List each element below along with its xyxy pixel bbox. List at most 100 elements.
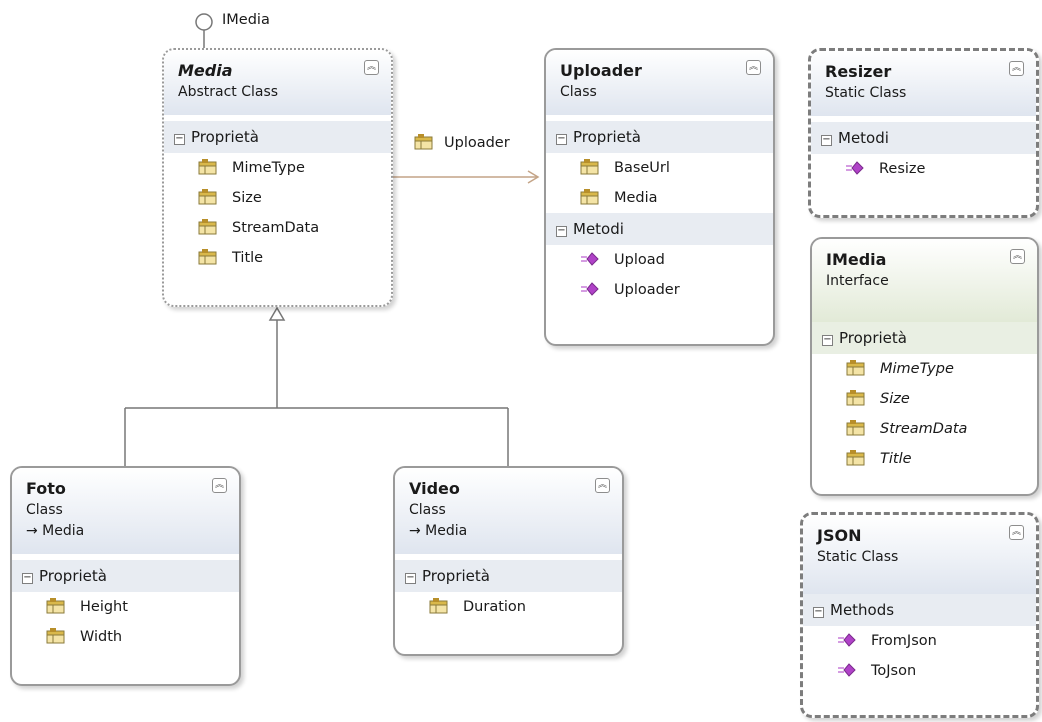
method-name: ToJson bbox=[871, 663, 917, 679]
property-name: Size bbox=[880, 391, 910, 407]
property-icon bbox=[580, 188, 600, 205]
property-icon bbox=[846, 449, 866, 466]
method-name: Resize bbox=[879, 161, 926, 177]
property-member[interactable]: Height bbox=[12, 592, 239, 622]
property-member[interactable]: BaseUrl bbox=[546, 153, 773, 183]
class-kind: Class bbox=[560, 84, 597, 100]
base-class-label: → Media bbox=[409, 523, 468, 539]
property-member[interactable]: Width bbox=[12, 622, 239, 652]
methods-header[interactable]: −Methods bbox=[803, 594, 1036, 626]
property-name: MimeType bbox=[232, 160, 305, 176]
property-member[interactable]: StreamData bbox=[164, 213, 391, 243]
methods-header[interactable]: −Metodi bbox=[546, 213, 773, 245]
imedia-header: IMedia Interface ︽ bbox=[812, 239, 1037, 322]
method-member[interactable]: ToJson bbox=[803, 656, 1036, 686]
video-class-box[interactable]: Video Class → Media ︽ −Proprietà Duratio… bbox=[393, 466, 624, 656]
method-icon bbox=[837, 631, 857, 647]
property-member[interactable]: Title bbox=[164, 243, 391, 273]
double-chevron-up-icon[interactable]: ︽ bbox=[746, 60, 761, 75]
class-name: Video bbox=[409, 479, 460, 498]
video-header: Video Class → Media ︽ bbox=[395, 468, 622, 554]
method-icon bbox=[837, 661, 857, 677]
class-kind: Class bbox=[26, 502, 63, 518]
property-icon bbox=[198, 188, 218, 205]
property-icon bbox=[846, 359, 866, 376]
method-member[interactable]: Resize bbox=[811, 154, 1036, 184]
class-name: Uploader bbox=[560, 61, 642, 80]
class-name: Foto bbox=[26, 479, 66, 498]
method-member[interactable]: Upload bbox=[546, 245, 773, 275]
method-name: Uploader bbox=[614, 282, 680, 298]
property-name: Duration bbox=[463, 599, 526, 615]
class-name: Media bbox=[178, 61, 233, 80]
property-icon bbox=[46, 627, 66, 644]
class-name: JSON bbox=[817, 526, 862, 545]
media-class-box[interactable]: Media Abstract Class ︽ −Proprietà MimeTy… bbox=[162, 48, 393, 307]
property-name: Title bbox=[232, 250, 264, 266]
property-member[interactable]: Duration bbox=[395, 592, 622, 622]
class-kind: Interface bbox=[826, 273, 889, 289]
double-chevron-up-icon[interactable]: ︽ bbox=[212, 478, 227, 493]
collapse-section-icon[interactable]: − bbox=[556, 133, 567, 145]
collapse-section-icon[interactable]: − bbox=[556, 225, 567, 237]
property-name: Width bbox=[80, 629, 123, 645]
uploader-header: Uploader Class ︽ bbox=[546, 50, 773, 115]
property-name: Media bbox=[614, 190, 658, 206]
resizer-header: Resizer Static Class ︽ bbox=[811, 51, 1036, 116]
property-member[interactable]: MimeType bbox=[812, 354, 1037, 384]
property-icon bbox=[846, 389, 866, 406]
methods-header[interactable]: −Metodi bbox=[811, 122, 1036, 154]
collapse-section-icon[interactable]: − bbox=[22, 572, 33, 584]
media-header: Media Abstract Class ︽ bbox=[164, 50, 391, 115]
class-kind: Static Class bbox=[817, 549, 899, 565]
properties-header[interactable]: −Proprietà bbox=[546, 121, 773, 153]
collapse-section-icon[interactable]: − bbox=[174, 133, 185, 145]
property-member[interactable]: StreamData bbox=[812, 414, 1037, 444]
properties-header[interactable]: −Proprietà bbox=[164, 121, 391, 153]
property-name: BaseUrl bbox=[614, 160, 670, 176]
resizer-class-box[interactable]: Resizer Static Class ︽ −Metodi Resize bbox=[808, 48, 1039, 218]
method-member[interactable]: Uploader bbox=[546, 275, 773, 305]
collapse-section-icon[interactable]: − bbox=[813, 606, 824, 618]
double-chevron-up-icon[interactable]: ︽ bbox=[1009, 525, 1024, 540]
properties-header[interactable]: −Proprietà bbox=[812, 322, 1037, 354]
foto-header: Foto Class → Media ︽ bbox=[12, 468, 239, 554]
base-class-label: → Media bbox=[26, 523, 85, 539]
properties-header[interactable]: −Proprietà bbox=[12, 560, 239, 592]
property-name: Height bbox=[80, 599, 128, 615]
double-chevron-up-icon[interactable]: ︽ bbox=[1010, 249, 1025, 264]
double-chevron-up-icon[interactable]: ︽ bbox=[595, 478, 610, 493]
double-chevron-up-icon[interactable]: ︽ bbox=[364, 60, 379, 75]
association-label-text: Uploader bbox=[444, 135, 510, 151]
collapse-section-icon[interactable]: − bbox=[822, 334, 833, 346]
property-icon bbox=[414, 134, 434, 150]
method-member[interactable]: FromJson bbox=[803, 626, 1036, 656]
property-member[interactable]: Size bbox=[812, 384, 1037, 414]
collapse-section-icon[interactable]: − bbox=[405, 572, 416, 584]
inheritance-triangle bbox=[268, 306, 286, 321]
property-icon bbox=[46, 597, 66, 614]
class-kind: Static Class bbox=[825, 85, 907, 101]
method-name: Upload bbox=[614, 252, 665, 268]
class-name: Resizer bbox=[825, 62, 892, 81]
property-member[interactable]: Size bbox=[164, 183, 391, 213]
collapse-section-icon[interactable]: − bbox=[821, 134, 832, 146]
lollipop-label: IMedia bbox=[222, 12, 270, 28]
property-icon bbox=[580, 158, 600, 175]
properties-header[interactable]: −Proprietà bbox=[395, 560, 622, 592]
property-member[interactable]: MimeType bbox=[164, 153, 391, 183]
property-icon bbox=[846, 419, 866, 436]
property-member[interactable]: Title bbox=[812, 444, 1037, 474]
double-chevron-up-icon[interactable]: ︽ bbox=[1009, 61, 1024, 76]
class-kind: Abstract Class bbox=[178, 84, 279, 100]
property-member[interactable]: Media bbox=[546, 183, 773, 213]
